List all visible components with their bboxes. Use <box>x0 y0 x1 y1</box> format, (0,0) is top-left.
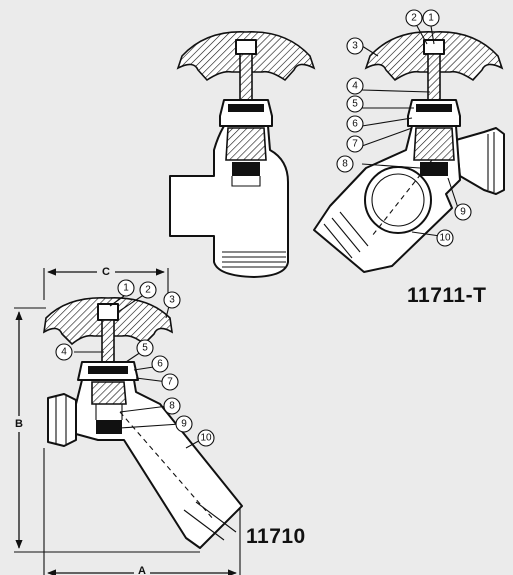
callout-bottom-2: 2 <box>139 281 157 299</box>
svg-text:8: 8 <box>169 401 175 412</box>
svg-text:3: 3 <box>352 41 358 52</box>
svg-text:4: 4 <box>352 81 358 92</box>
svg-text:5: 5 <box>142 343 148 354</box>
svg-text:9: 9 <box>460 207 466 218</box>
svg-text:6: 6 <box>352 119 358 130</box>
svg-text:8: 8 <box>342 159 348 170</box>
callout-bottom-3: 3 <box>163 291 181 309</box>
callout-top-4: 4 <box>346 77 364 95</box>
bonnet-left <box>219 99 273 127</box>
svg-text:1: 1 <box>123 283 129 294</box>
svg-text:10: 10 <box>200 433 212 444</box>
svg-text:3: 3 <box>169 295 175 306</box>
svg-text:1: 1 <box>428 13 434 24</box>
dimension-a-label: A <box>138 565 146 575</box>
stem-nut-left <box>235 39 257 55</box>
model-label-11710: 11710 <box>246 525 306 548</box>
callout-bottom-8: 8 <box>163 397 181 415</box>
callout-top-1: 1 <box>422 9 440 27</box>
callout-top-3: 3 <box>346 37 364 55</box>
callout-top-5: 5 <box>346 95 364 113</box>
callout-bottom-10: 10 <box>197 429 215 447</box>
dimension-c-label: C <box>102 266 110 278</box>
callout-top-8: 8 <box>336 155 354 173</box>
model-label-11711-t: 11711-T <box>407 284 487 307</box>
valve-11710 <box>42 297 243 549</box>
svg-text:2: 2 <box>411 13 417 24</box>
svg-text:2: 2 <box>145 285 151 296</box>
svg-text:7: 7 <box>167 377 173 388</box>
callout-bottom-7: 7 <box>161 373 179 391</box>
callout-top-6: 6 <box>346 115 364 133</box>
callout-bottom-9: 9 <box>175 415 193 433</box>
callout-top-10: 10 <box>436 229 454 247</box>
dimension-b: B <box>12 307 200 553</box>
callouts-bottom: 1 2 3 4 5 6 7 8 9 10 <box>55 279 215 447</box>
dimension-a: A <box>43 448 241 575</box>
svg-text:7: 7 <box>352 139 358 150</box>
callout-top-2: 2 <box>405 9 423 27</box>
dimension-b-label: B <box>15 418 23 430</box>
svg-text:9: 9 <box>181 419 187 430</box>
svg-text:6: 6 <box>157 359 163 370</box>
callout-top-9: 9 <box>454 203 472 221</box>
callout-bottom-1: 1 <box>117 279 135 297</box>
callouts-top: 1 2 3 4 5 6 7 8 9 10 <box>336 9 472 247</box>
callout-top-7: 7 <box>346 135 364 153</box>
svg-text:5: 5 <box>352 99 358 110</box>
dimension-c: C <box>43 265 169 300</box>
callout-bottom-4: 4 <box>55 343 73 361</box>
svg-text:4: 4 <box>61 347 67 358</box>
svg-text:10: 10 <box>439 233 451 244</box>
body-bottom <box>75 379 243 549</box>
angle-valve <box>169 31 316 278</box>
valve-11711-t <box>313 31 505 273</box>
callout-bottom-6: 6 <box>151 355 169 373</box>
callout-bottom-5: 5 <box>136 339 154 357</box>
